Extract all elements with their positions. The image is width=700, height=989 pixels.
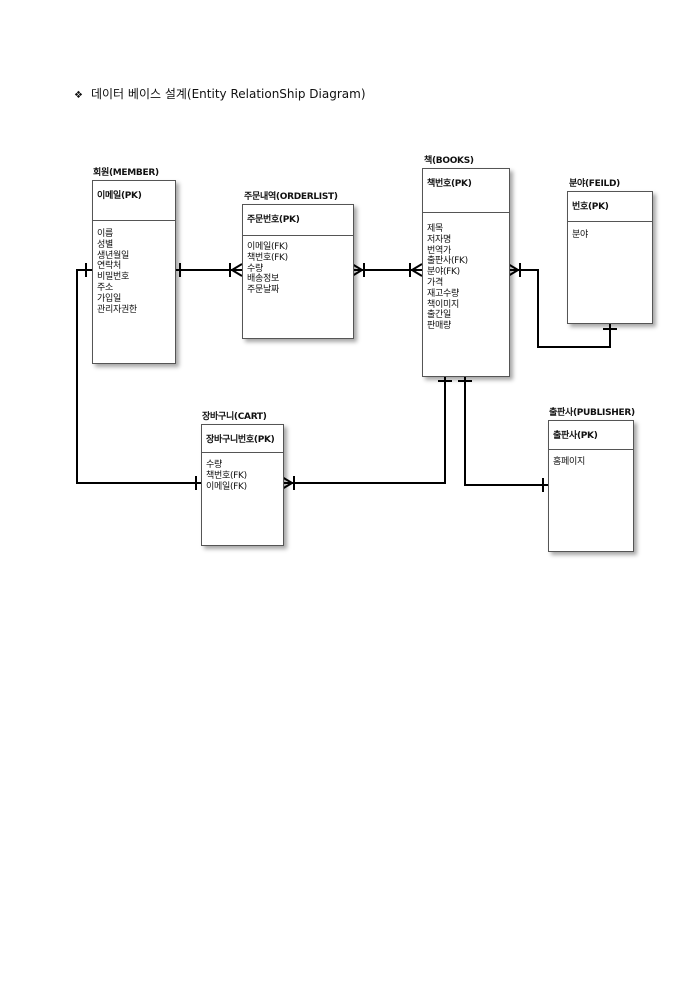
attribute-item: 주문날짜 xyxy=(247,285,279,296)
attribute-item: 홈페이지 xyxy=(553,457,585,467)
attribute-item: 분야 xyxy=(572,230,588,240)
attribute-item: 연락처 xyxy=(97,261,121,272)
attribute-item: 번역가 xyxy=(427,245,451,256)
bullet-icon: ❖ xyxy=(74,90,83,101)
attribute-item: 성별 xyxy=(97,239,113,250)
publisher-pk: 출판사(PK) xyxy=(549,421,633,450)
attribute-item: 비밀번호 xyxy=(97,272,129,283)
cart-pk: 장바구니번호(PK) xyxy=(202,425,283,453)
attribute-item: 가입일 xyxy=(97,293,121,304)
attribute-item: 배송정보 xyxy=(247,274,279,285)
attribute-item: 관리자권한 xyxy=(97,304,137,315)
publisher-title: 출판사(PUBLISHER) xyxy=(549,408,635,418)
crowfoot-mark xyxy=(409,263,423,277)
page-heading: ❖ 데이터 베이스 설계(Entity RelationShip Diagram) xyxy=(74,85,366,102)
rel-books-publisher xyxy=(464,376,548,486)
attribute-item: 출간일 xyxy=(427,310,451,321)
attribute-item: 출판사(FK) xyxy=(427,256,468,267)
publisher-entity: 출판사(PK) 홈페이지 xyxy=(548,420,634,552)
member-title: 회원(MEMBER) xyxy=(93,168,159,178)
feild-title: 분야(FEILD) xyxy=(569,179,620,189)
rel-books-feild xyxy=(508,269,611,348)
attribute-item: 가격 xyxy=(427,277,443,288)
attribute-item: 판매량 xyxy=(427,321,451,332)
attribute-item: 책번호(FK) xyxy=(206,470,247,481)
attribute-item: 생년월일 xyxy=(97,250,129,261)
crowfoot-mark xyxy=(507,263,521,277)
rel-books-cart xyxy=(282,376,446,484)
heading-text: 데이터 베이스 설계(Entity RelationShip Diagram) xyxy=(90,87,366,101)
attribute-item: 이메일(FK) xyxy=(247,242,288,252)
orderlist-pk: 주문번호(PK) xyxy=(243,205,353,236)
attribute-item: 이름 xyxy=(97,229,113,239)
feild-entity: 번호(PK) 분야 xyxy=(567,191,653,324)
crowfoot-mark xyxy=(351,263,365,277)
cart-title: 장바구니(CART) xyxy=(202,412,267,422)
feild-pk: 번호(PK) xyxy=(568,192,652,222)
attribute-item: 수량 xyxy=(206,460,222,470)
attribute-item: 이메일(FK) xyxy=(206,481,247,492)
attribute-item: 책이미지 xyxy=(427,299,459,310)
attribute-item: 제목 xyxy=(427,224,443,234)
crowfoot-mark xyxy=(281,476,295,490)
attribute-item: 수량 xyxy=(247,263,263,274)
books-pk: 책번호(PK) xyxy=(423,169,509,213)
books-title: 책(BOOKS) xyxy=(424,156,474,166)
member-pk: 이메일(PK) xyxy=(93,181,175,221)
publisher-attrs: 홈페이지 xyxy=(553,457,585,468)
attribute-item: 주소 xyxy=(97,282,113,293)
attribute-item: 재고수량 xyxy=(427,288,459,299)
attribute-item: 저자명 xyxy=(427,234,451,245)
crowfoot-mark xyxy=(229,263,243,277)
attribute-item: 분야(FK) xyxy=(427,267,460,278)
feild-attrs: 분야 xyxy=(572,230,588,241)
attribute-item: 책번호(FK) xyxy=(247,252,288,263)
orderlist-title: 주문내역(ORDERLIST) xyxy=(244,192,338,202)
rel-member-cart xyxy=(76,269,201,484)
